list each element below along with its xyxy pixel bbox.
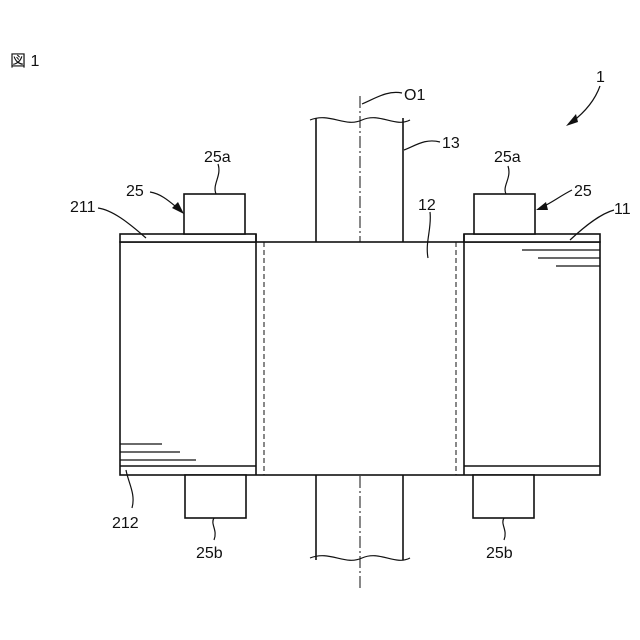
lower-block-right (473, 475, 534, 518)
label-lower-surface: 212 (112, 515, 139, 532)
label-lower-left: 25b (196, 545, 223, 562)
label-shaft: 13 (442, 135, 460, 152)
label-core: 12 (418, 197, 436, 214)
label-upper-right: 25a (494, 149, 521, 166)
upper-block-right (474, 194, 535, 234)
label-axis: O1 (404, 87, 425, 104)
core-body (120, 242, 600, 475)
label-member-left: 25 (126, 183, 144, 200)
figure-title: 図 1 (10, 53, 39, 70)
upper-block-left (184, 194, 245, 234)
label-lower-right: 25b (486, 545, 513, 562)
label-upper-left: 25a (204, 149, 231, 166)
label-upper-surface: 211 (70, 199, 96, 216)
label-member-right: 25 (574, 183, 592, 200)
label-assembly: 1 (596, 69, 605, 86)
label-right-body: 11 (614, 201, 631, 218)
lower-block-left (185, 475, 246, 518)
